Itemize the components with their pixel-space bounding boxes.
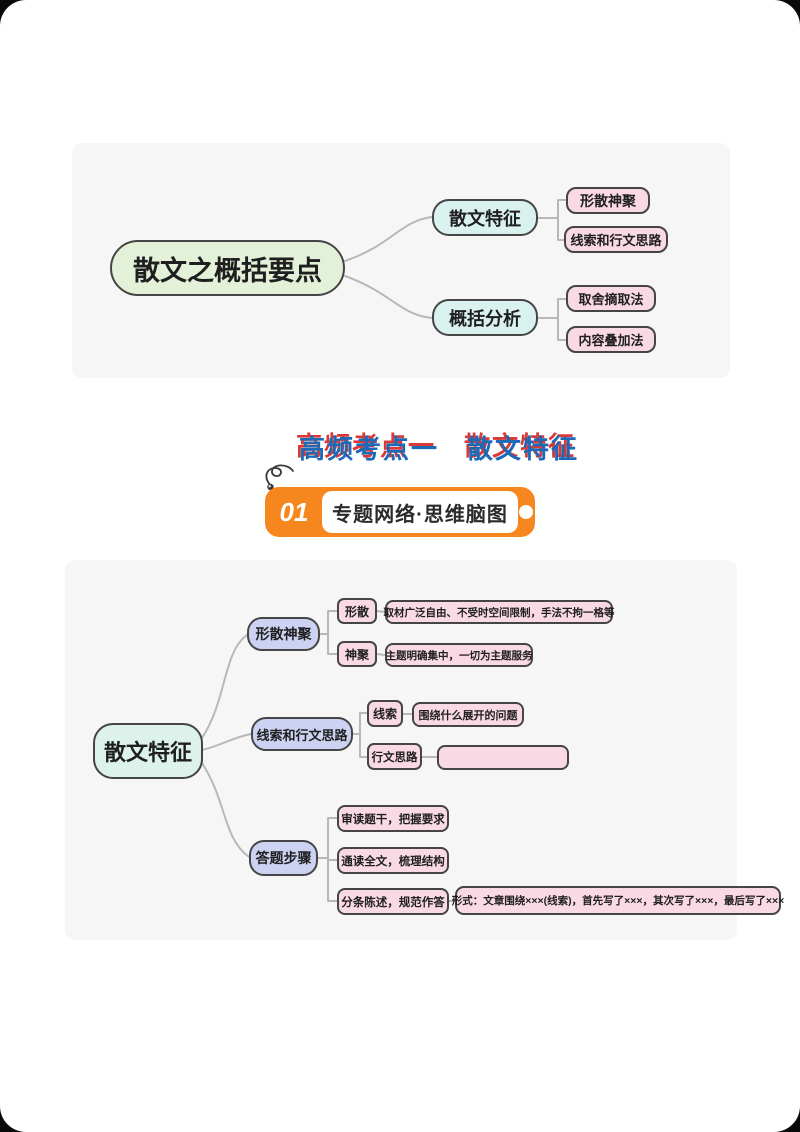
mindmap-root-node: 散文特征 [93,723,203,779]
desc-node: 主题明确集中，一切为主题服务 [385,643,533,667]
formula-node: 形式：文章围绕×××(线索)，首先写了×××，其次写了×××，最后写了××× [452,886,784,915]
step-node: 审读题干，把握要求 [337,805,449,832]
connector-lines [201,610,456,902]
term-node: 行文思路 [367,743,422,770]
branch-node: 形散神聚 [247,617,320,651]
leaf-node: 线索和行文思路 [564,226,668,253]
leaf-node: 形散神聚 [566,187,650,214]
badge-number: 01 [279,496,309,527]
mindmap-root-node: 散文之概括要点 [110,240,345,296]
leaf-node: 取舍摘取法 [566,285,656,312]
branch-node: 概括分析 [432,299,538,336]
desc-node: 取材广泛自由、不受时空间限制，手法不拘一格等 [384,600,615,624]
branch-node: 答题步骤 [249,840,318,876]
branch-node: 线索和行文思路 [251,717,353,751]
desc-node: 围绕什么展开的问题 [412,702,524,727]
branch-node: 散文特征 [432,199,538,236]
mindmap-panel-top: 散文之概括要点 散文特征 概括分析 形散神聚 线索和行文思路 取舍摘取法 内容叠… [72,143,730,378]
badge-title: 专题网络·思维脑图 [322,491,518,533]
badge-notch [519,505,533,519]
desc-node [437,745,569,770]
connector-lines [344,199,567,341]
term-node: 形散 [337,598,377,624]
section-badge: 01 专题网络·思维脑图 [265,487,535,537]
step-node: 通读全文，梳理结构 [337,847,449,874]
mindmap-panel-bottom: 散文特征 形散神聚 线索和行文思路 答题步骤 形散 取材广泛自由、不受时空间限制… [65,560,784,940]
term-node: 神聚 [337,641,377,667]
section-heading: 高频考点一 散文特征 [299,434,580,464]
step-node: 分条陈述，规范作答 [337,888,449,915]
section-heading-shadow: 高频考点一 散文特征 [296,431,577,461]
term-node: 线索 [367,700,403,727]
leaf-node: 内容叠加法 [566,326,656,353]
